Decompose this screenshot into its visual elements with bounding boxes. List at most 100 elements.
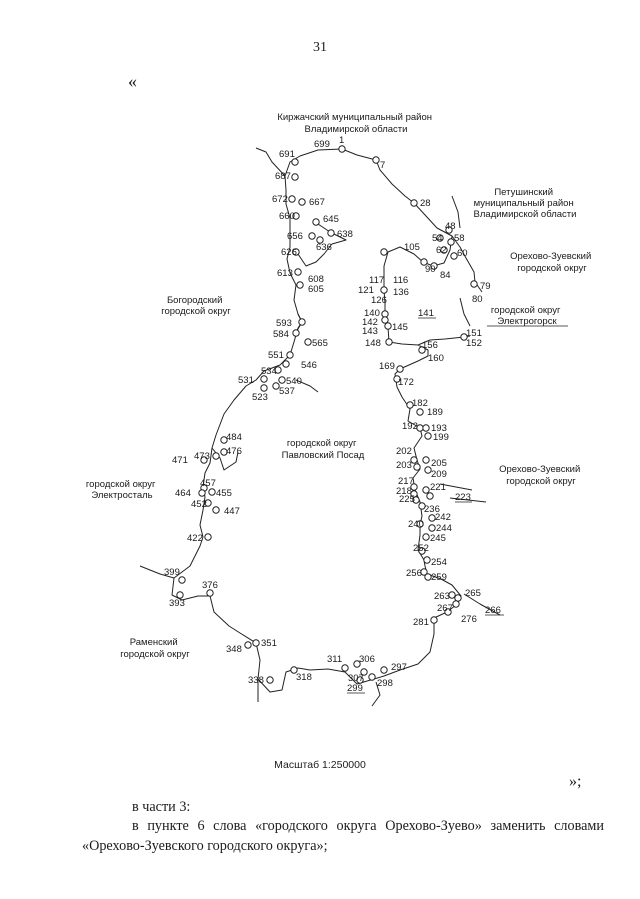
point-label: 263 xyxy=(434,591,450,602)
point-node xyxy=(292,329,300,337)
point-node xyxy=(272,382,280,390)
point-node xyxy=(428,524,436,532)
point-node xyxy=(381,310,389,318)
point-node xyxy=(424,573,432,581)
point-node xyxy=(426,492,434,500)
point-label: 348 xyxy=(226,644,242,655)
point-label: 217 xyxy=(398,476,414,487)
point-label: 584 xyxy=(273,329,289,340)
point-label: 60 xyxy=(457,248,468,259)
point-node xyxy=(291,158,299,166)
area-label-elektrostal: городской округ Электросталь xyxy=(86,479,158,501)
point-label: 613 xyxy=(277,268,293,279)
point-label: 156 xyxy=(422,340,438,351)
point-node xyxy=(286,351,294,359)
point-node xyxy=(424,466,432,474)
point-node xyxy=(412,496,420,504)
opening-quote: « xyxy=(128,71,137,91)
point-label: 225 xyxy=(399,494,415,505)
point-node xyxy=(176,591,184,599)
point-label: 464 xyxy=(175,488,191,499)
point-label: 399 xyxy=(164,567,180,578)
point-label: 189 xyxy=(427,407,443,418)
point-node xyxy=(298,318,306,326)
point-label: 540 xyxy=(286,376,302,387)
point-node xyxy=(418,346,426,354)
point-label: 140 xyxy=(364,308,380,319)
point-node xyxy=(448,591,456,599)
point-node xyxy=(413,463,421,471)
point-label: 218 xyxy=(396,486,412,497)
point-node xyxy=(396,365,404,373)
point-node xyxy=(428,514,436,522)
area-label-bogorodsky: Богородский городской округ xyxy=(161,295,231,317)
point-label: 484 xyxy=(226,432,242,443)
point-node xyxy=(212,452,220,460)
point-node xyxy=(447,238,455,246)
point-node xyxy=(294,268,302,276)
point-node xyxy=(422,456,430,464)
point-node xyxy=(204,499,212,507)
point-label: 636 xyxy=(316,242,332,253)
point-node xyxy=(298,198,306,206)
point-label: 266 xyxy=(485,605,501,616)
point-label: 457 xyxy=(200,478,216,489)
point-node xyxy=(430,616,438,624)
point-label: 452 xyxy=(191,499,207,510)
point-node xyxy=(422,486,430,494)
point-node xyxy=(260,384,268,392)
point-node xyxy=(220,448,228,456)
point-node xyxy=(200,456,208,464)
point-label: 126 xyxy=(371,295,387,306)
point-label: 252 xyxy=(413,543,429,554)
point-node xyxy=(452,600,460,608)
area-label-ramensky: Раменский городской округ xyxy=(120,637,190,660)
point-label: 376 xyxy=(202,580,218,591)
point-label: 1 xyxy=(339,135,344,146)
point-node xyxy=(454,594,462,602)
point-label: 455 xyxy=(216,488,232,499)
point-node xyxy=(353,660,361,668)
point-node xyxy=(422,533,430,541)
point-node xyxy=(274,366,282,374)
point-node xyxy=(312,218,320,226)
point-label: 84 xyxy=(440,270,451,281)
point-label: 672 xyxy=(272,194,288,205)
point-node xyxy=(380,286,388,294)
point-node xyxy=(206,589,214,597)
point-label: 565 xyxy=(312,338,328,349)
point-label: 523 xyxy=(252,392,268,403)
point-label: 299 xyxy=(347,683,363,694)
point-node xyxy=(338,145,346,153)
point-node xyxy=(316,236,324,244)
point-label: 199 xyxy=(433,432,449,443)
point-label: 28 xyxy=(420,198,431,209)
point-label: 193 xyxy=(431,423,447,434)
point-node xyxy=(252,639,260,647)
point-label: 699 xyxy=(314,139,330,150)
point-label: 307 xyxy=(348,673,364,684)
point-node xyxy=(424,432,432,440)
point-label: 297 xyxy=(391,662,407,673)
point-label: 393 xyxy=(169,598,185,609)
point-label: 141 xyxy=(418,308,434,319)
point-node xyxy=(416,408,424,416)
point-label: 608 xyxy=(308,274,324,285)
point-node xyxy=(420,568,428,576)
point-node xyxy=(385,338,393,346)
point-label: 136 xyxy=(393,287,409,298)
point-node xyxy=(368,673,376,681)
point-label: 298 xyxy=(377,678,393,689)
point-label: 145 xyxy=(392,322,408,333)
point-label: 192 xyxy=(402,421,418,432)
point-node xyxy=(418,547,426,555)
point-label: 254 xyxy=(431,557,447,568)
point-node xyxy=(327,229,335,237)
point-node xyxy=(372,156,380,164)
point-label: 605 xyxy=(308,284,324,295)
point-node xyxy=(290,666,298,674)
point-node xyxy=(436,234,444,242)
point-node xyxy=(178,576,186,584)
boundary-points xyxy=(176,145,478,684)
point-label: 638 xyxy=(337,229,353,240)
